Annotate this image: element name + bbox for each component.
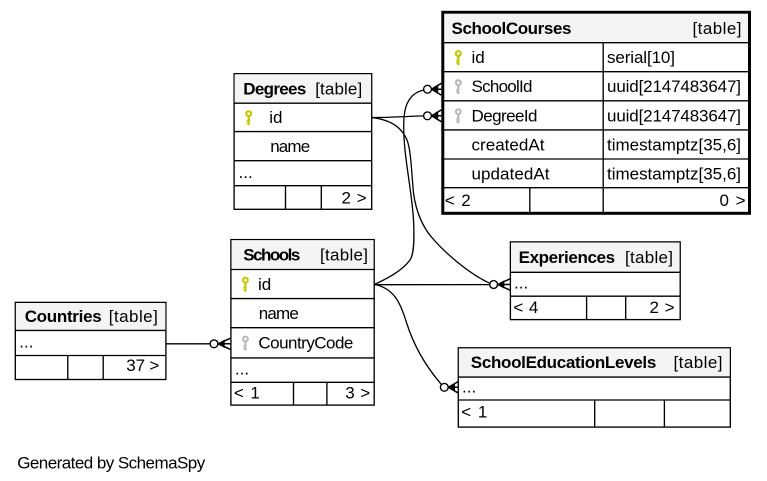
svg-text:Generated by SchemaSpy: Generated by SchemaSpy	[17, 454, 206, 473]
svg-text:37 >: 37 >	[126, 356, 159, 375]
svg-text:SchoolEducationLevels: SchoolEducationLevels	[471, 353, 657, 372]
svg-text:[table]: [table]	[320, 245, 368, 264]
svg-text:< 1: < 1	[461, 403, 487, 422]
svg-text:uuid[2147483647]: uuid[2147483647]	[607, 77, 741, 96]
svg-text:CountryCode: CountryCode	[258, 334, 353, 353]
svg-text:SchoolId: SchoolId	[472, 77, 533, 96]
svg-text:...: ...	[19, 333, 33, 352]
svg-text:0 >: 0 >	[720, 191, 746, 210]
svg-text:updatedAt: updatedAt	[472, 165, 550, 184]
svg-text:name: name	[259, 304, 299, 323]
svg-text:...: ...	[235, 360, 249, 379]
svg-text:< 1: < 1	[234, 384, 260, 403]
svg-text:DegreeId: DegreeId	[472, 106, 538, 125]
svg-text:Degrees: Degrees	[243, 80, 306, 99]
svg-text:[table]: [table]	[674, 353, 723, 372]
svg-text:...: ...	[514, 274, 528, 293]
svg-text:...: ...	[462, 378, 476, 397]
svg-text:id: id	[472, 48, 485, 67]
svg-text:< 4: < 4	[513, 298, 538, 317]
svg-text:Countries: Countries	[25, 307, 102, 326]
svg-text:...: ...	[239, 163, 253, 182]
svg-text:2 >: 2 >	[342, 189, 367, 208]
svg-text:< 2: < 2	[445, 191, 471, 210]
svg-text:[table]: [table]	[109, 307, 158, 326]
svg-text:timestamptz[35,6]: timestamptz[35,6]	[607, 165, 741, 184]
svg-text:[table]: [table]	[693, 19, 742, 38]
svg-text:Experiences: Experiences	[519, 248, 616, 267]
svg-text:id: id	[258, 275, 271, 294]
svg-text:[table]: [table]	[625, 248, 673, 267]
svg-text:name: name	[270, 137, 310, 156]
svg-text:[table]: [table]	[315, 80, 362, 99]
svg-text:id: id	[269, 108, 282, 127]
svg-text:3 >: 3 >	[345, 384, 370, 403]
svg-text:uuid[2147483647]: uuid[2147483647]	[607, 106, 741, 125]
svg-text:SchoolCourses: SchoolCourses	[452, 19, 572, 38]
svg-text:serial[10]: serial[10]	[607, 48, 675, 67]
svg-text:timestamptz[35,6]: timestamptz[35,6]	[607, 135, 741, 154]
svg-text:createdAt: createdAt	[472, 135, 545, 154]
svg-text:Schools: Schools	[243, 245, 300, 264]
svg-text:2 >: 2 >	[650, 298, 675, 317]
